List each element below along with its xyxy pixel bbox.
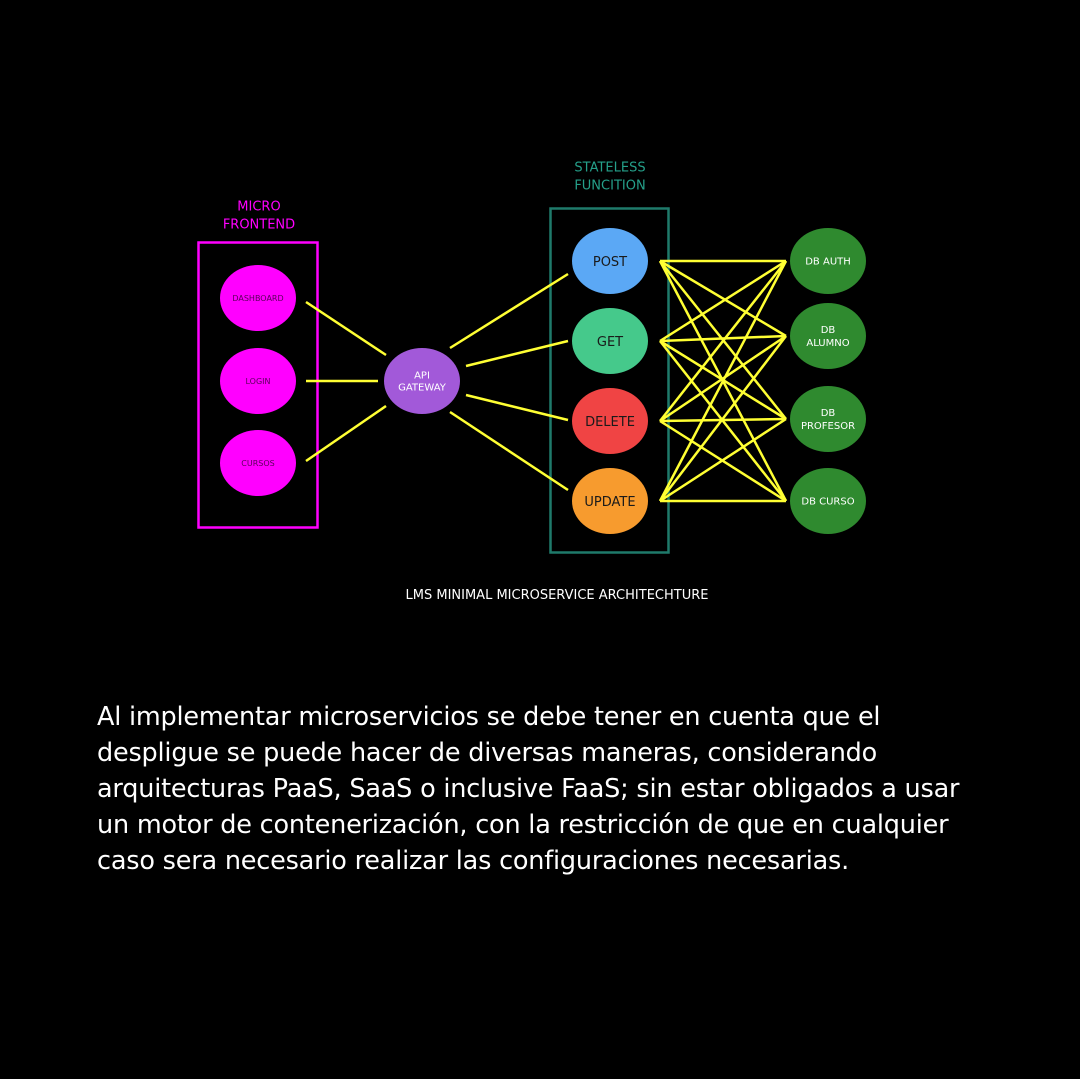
function-db-connector — [658, 260, 788, 502]
frontend-node-label: DASHBOARD — [232, 294, 283, 303]
frontend-node-label: LOGIN — [245, 377, 270, 386]
api-gateway-label-line: GATEWAY — [398, 383, 447, 394]
frontend-node-label: CURSOS — [241, 459, 274, 468]
gateway-function-connector — [449, 272, 569, 350]
function-db-connector — [659, 335, 787, 502]
micro-frontend-title: MICRO FRONTEND — [223, 200, 295, 233]
function-node-post — [572, 228, 648, 294]
description-paragraph: Al implementar microservicios se debe te… — [97, 702, 960, 876]
frontend-node-login — [220, 348, 296, 414]
micro-frontend-title-line: MICRO — [237, 200, 280, 215]
micro-frontend-title-line: FRONTEND — [223, 218, 295, 233]
database-node — [790, 303, 866, 369]
frontend-node-cursos — [220, 430, 296, 496]
database-node-label-line: DB — [821, 325, 836, 336]
frontend-node-dashboard — [220, 265, 296, 331]
frontend-gateway-connector — [305, 404, 387, 463]
function-node-label: DELETE — [585, 415, 635, 430]
api-gateway-label-line: API — [414, 371, 430, 382]
database-node-label: DB PROFESOR — [801, 408, 855, 432]
api-gateway-node — [384, 348, 460, 414]
database-node — [790, 228, 866, 294]
database-node-label: DB AUTH — [805, 257, 851, 268]
database-node-label: DB CURSO — [801, 497, 854, 508]
stateless-function-title-line: FUNCITION — [574, 179, 645, 194]
diagram-caption: LMS MINIMAL MICROSERVICE ARCHITECHTURE — [406, 588, 709, 603]
function-db-connector — [659, 259, 787, 338]
database-node-label-line: ALUMNO — [806, 338, 849, 349]
architecture-diagram: MICRO FRONTEND STATELESS FUNCITION DASHBOARD… — [197, 161, 866, 603]
function-node-delete — [572, 388, 648, 454]
function-db-connector — [659, 259, 787, 343]
stateless-function-title: STATELESS FUNCITION — [574, 161, 645, 194]
function-db-connector — [659, 417, 787, 503]
database-node — [790, 468, 866, 534]
database-node-label-line: DB CURSO — [801, 497, 854, 508]
database-node-label-line: DB AUTH — [805, 257, 851, 268]
database-node-label: DB ALUMNO — [806, 325, 849, 349]
stateless-function-title-line: STATELESS — [574, 161, 645, 176]
function-node-get — [572, 308, 648, 374]
function-node-label: POST — [593, 255, 627, 270]
frontend-gateway-connector — [305, 300, 387, 357]
function-node-label: UPDATE — [584, 495, 635, 510]
function-node-update — [572, 468, 648, 534]
database-node — [790, 386, 866, 452]
stateless-function-box — [549, 207, 670, 554]
gateway-function-connector — [449, 410, 569, 492]
function-db-connector — [659, 260, 787, 422]
gateway-function-connector — [465, 393, 569, 422]
function-node-label: GET — [597, 335, 623, 350]
gateway-function-connector — [465, 339, 569, 368]
database-node-label-line: DB — [821, 408, 836, 419]
function-db-connector — [659, 334, 787, 343]
micro-frontend-box — [197, 241, 319, 529]
database-node-label-line: PROFESOR — [801, 421, 855, 432]
